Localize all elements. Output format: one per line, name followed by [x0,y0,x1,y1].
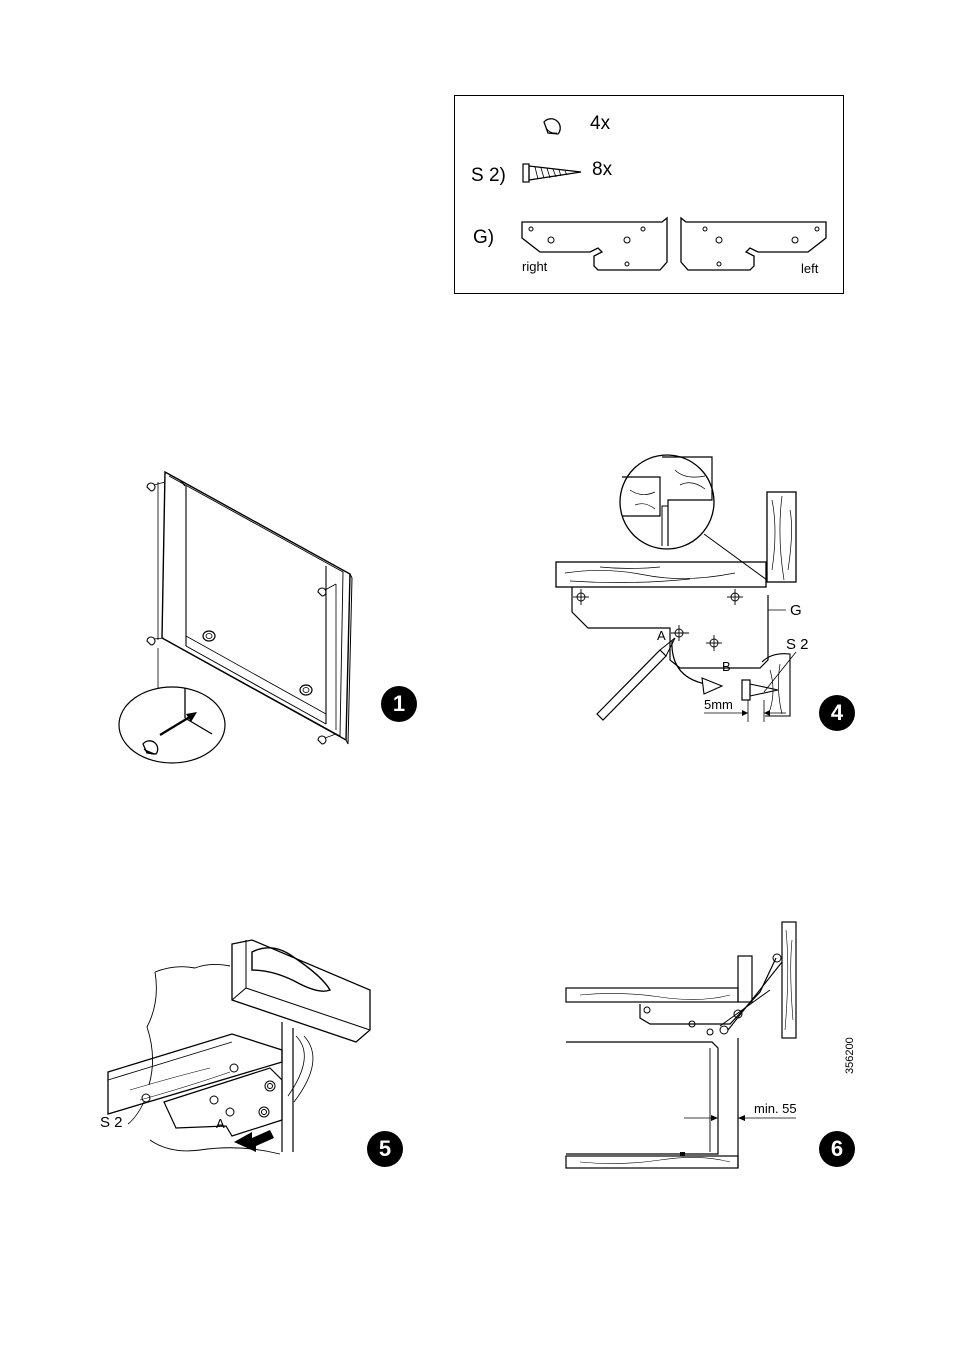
step6-dimension-min55: min. 55 [754,1102,797,1115]
step6-reference-code: 356200 [844,1037,856,1074]
step6-number-badge: 6 [819,1131,855,1167]
